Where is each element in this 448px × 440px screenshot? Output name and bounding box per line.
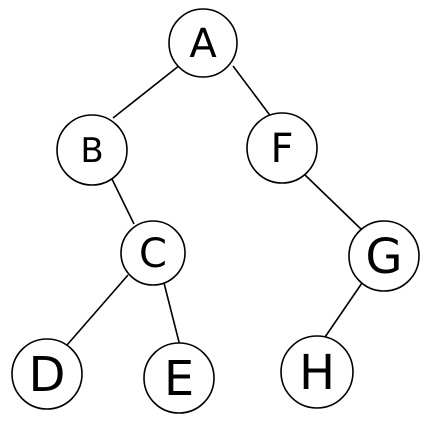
tree-node-b: B [56,114,128,186]
edge-g-h [322,282,363,341]
edge-b-c [109,174,135,225]
tree-node-d: D [11,338,83,410]
node-label-b: B [80,131,103,171]
tree-node-e: E [143,342,215,414]
edge-a-b [112,64,181,119]
edge-a-f [232,65,273,119]
node-label-a: A [189,21,217,67]
tree-node-g: G [348,220,420,292]
node-label-d: D [29,347,66,403]
tree-node-a: A [168,8,238,78]
edge-c-e [163,282,181,347]
edge-c-d [66,274,129,346]
node-label-f: F [270,126,293,172]
node-label-g: G [365,229,402,285]
edges [66,64,363,347]
tree-node-f: F [246,112,318,184]
node-label-h: H [299,345,335,401]
node-label-e: E [164,351,194,407]
node-label-c: C [139,231,167,277]
edge-f-g [303,173,363,231]
tree-node-c: C [120,220,186,286]
tree-node-h: H [280,335,354,409]
